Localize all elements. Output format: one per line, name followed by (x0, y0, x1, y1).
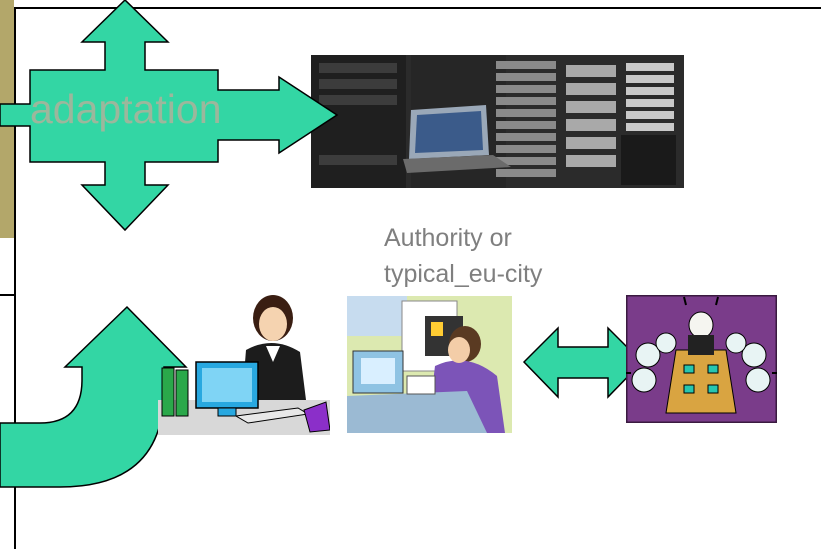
authority-label-line1: Authority or (384, 224, 512, 252)
frame-left-border (14, 7, 16, 549)
adaptation-arrow (0, 0, 345, 232)
authority-label-line2: typical_eu-city (384, 260, 543, 288)
frame-divider (0, 294, 16, 296)
frame-top-border (14, 7, 821, 9)
phone-caller-clipart (347, 296, 512, 433)
meeting-clipart (626, 295, 777, 423)
adaptation-label: adaptation (30, 86, 222, 132)
office-worker-clipart (158, 290, 330, 435)
authority-label: Authority or typical_eu-city (384, 220, 624, 292)
server-rack-image (311, 55, 684, 188)
